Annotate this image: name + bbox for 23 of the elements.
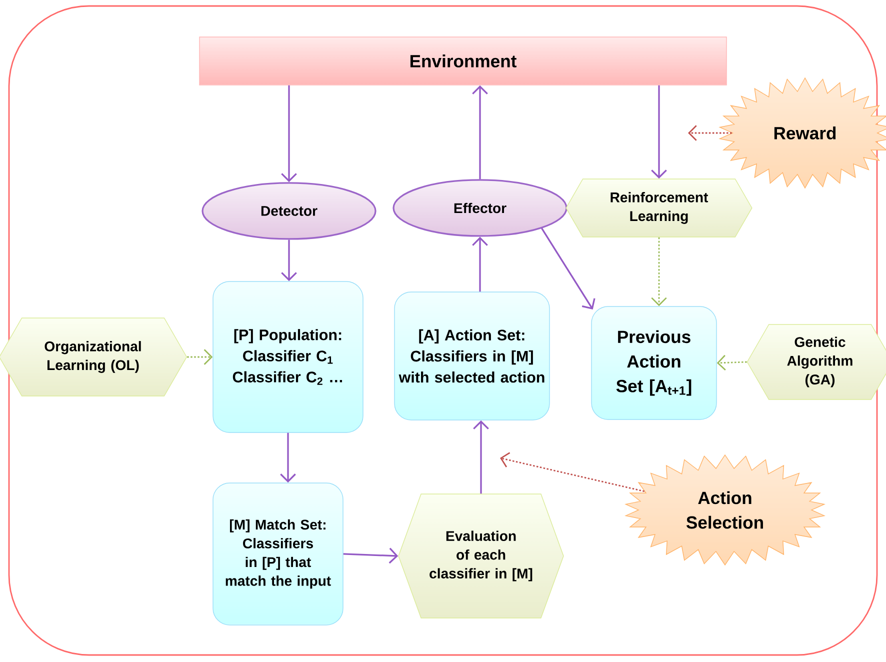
arrow xyxy=(651,237,667,306)
process-box: [A] Action Set: Classifiers in [M] with selected action xyxy=(394,292,550,420)
environment-box: Environment xyxy=(199,36,727,86)
process-box: [M] Match Set: Classifiers in [P] that match the input xyxy=(212,482,344,626)
arrow xyxy=(281,85,297,182)
process-hexagon: Organizational Learning (OL) xyxy=(0,318,188,396)
arrow xyxy=(281,240,297,282)
arrow xyxy=(688,125,732,141)
arrow xyxy=(651,85,667,179)
arrow xyxy=(541,228,596,310)
arrow xyxy=(500,452,644,492)
process-hexagon: Reinforcement Learning xyxy=(566,178,752,238)
process-box: Previous Action Set [A$_{t+1}$] xyxy=(591,306,717,420)
arrow xyxy=(716,354,747,371)
arrow xyxy=(343,548,398,564)
arrow xyxy=(473,420,489,494)
arrow xyxy=(472,85,488,180)
process-box: [P] Population: Classifier C$_{1}$ Classifier C$_{2}$ … xyxy=(212,281,364,433)
arrow xyxy=(187,349,213,365)
process-hexagon: Genetic Algorithm (GA) xyxy=(746,324,886,400)
arrow xyxy=(280,432,296,483)
process-hexagon: Evaluation of each classifier in [M] xyxy=(398,494,564,618)
arrow xyxy=(472,236,488,292)
